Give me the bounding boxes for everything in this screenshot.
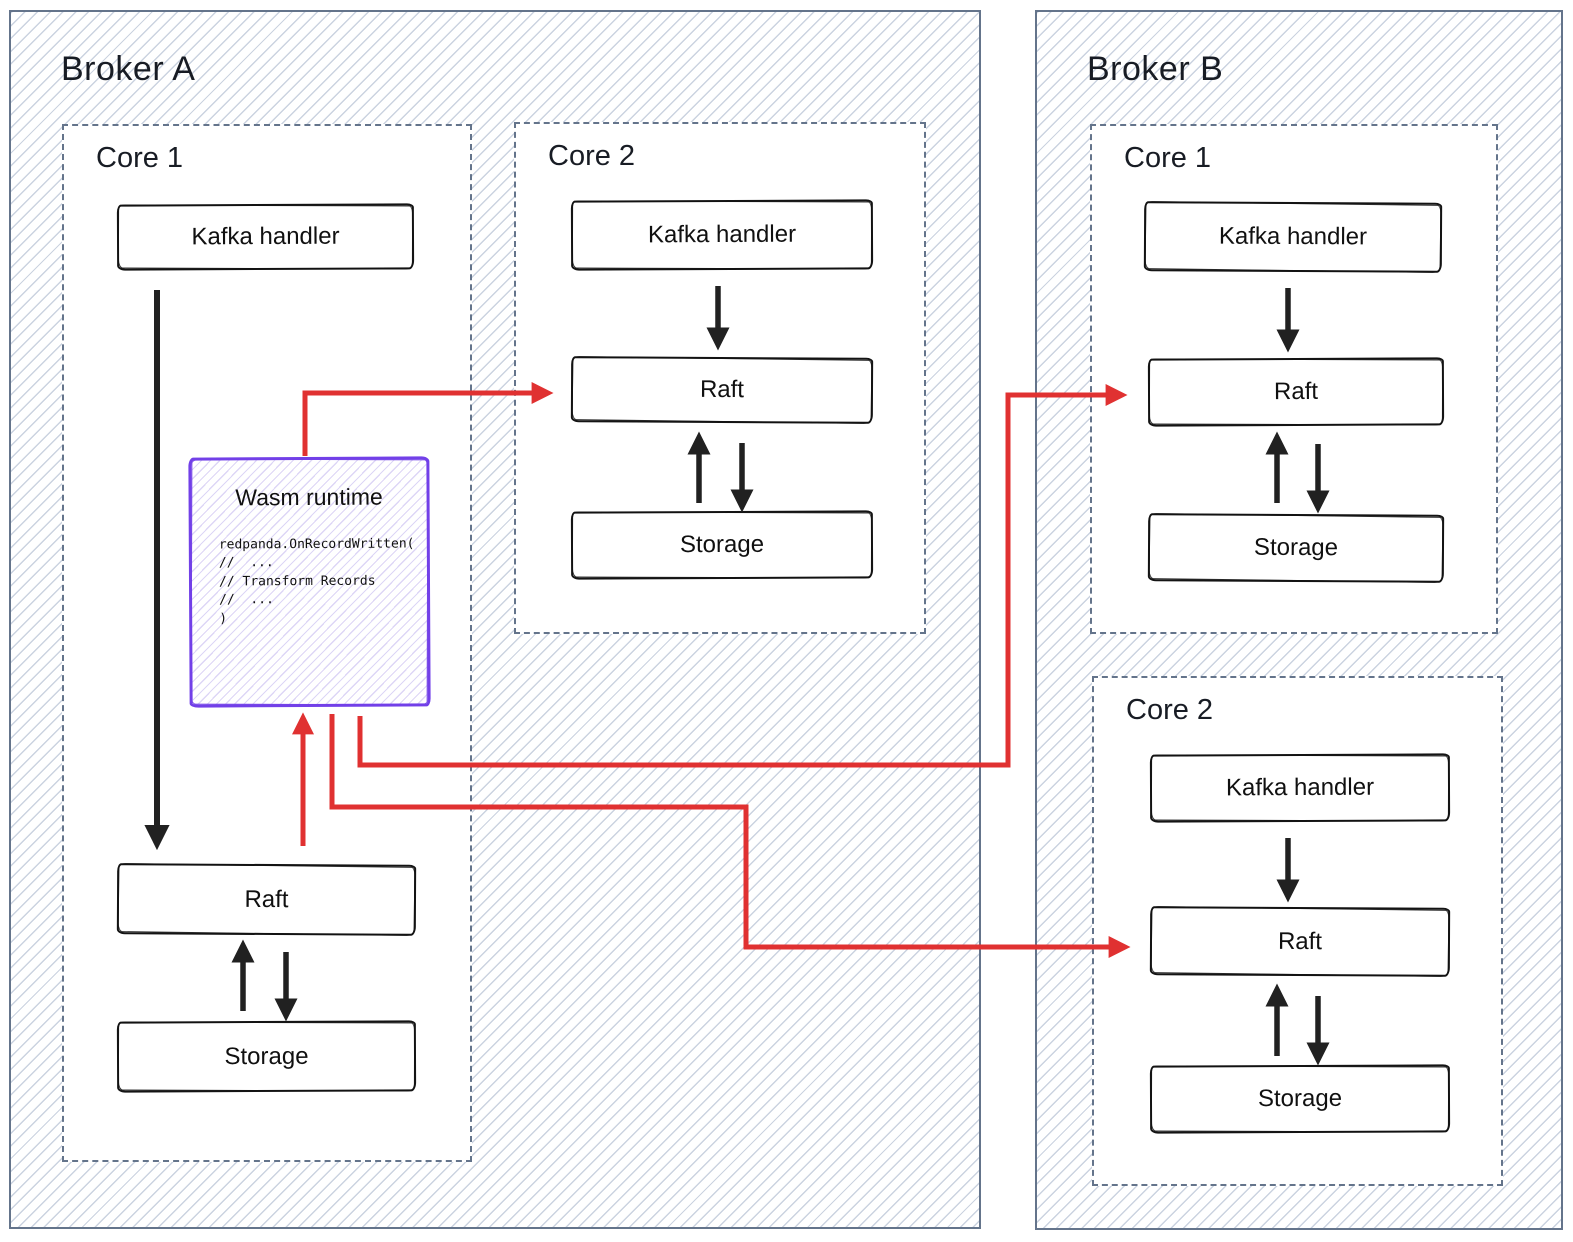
node-broker-a-core2-kafka-handler: Kafka handler bbox=[570, 199, 874, 271]
node-wasm-runtime: Wasm runtime redpanda.OnRecordWritten(//… bbox=[188, 456, 431, 708]
broker-a-core1-label: Core 1 bbox=[96, 142, 184, 174]
node-broker-a-core1-kafka-handler: Kafka handler bbox=[116, 203, 415, 271]
node-broker-a-core1-storage: Storage bbox=[116, 1020, 417, 1093]
node-broker-b-core2-storage: Storage bbox=[1149, 1064, 1451, 1134]
broker-a-core2-label: Core 2 bbox=[548, 140, 636, 172]
node-broker-b-core1-kafka-handler: Kafka handler bbox=[1143, 201, 1443, 273]
wasm-runtime-code: redpanda.OnRecordWritten(// ...// Transf… bbox=[218, 536, 415, 627]
node-broker-a-core1-raft: Raft bbox=[116, 863, 417, 936]
node-broker-a-core2-storage: Storage bbox=[570, 510, 874, 580]
node-broker-b-core1-raft: Raft bbox=[1147, 357, 1445, 427]
broker-b-core1-label: Core 1 bbox=[1124, 142, 1212, 174]
node-broker-b-core2-raft: Raft bbox=[1149, 906, 1451, 977]
node-broker-a-core2-raft: Raft bbox=[570, 356, 874, 424]
broker-b-core2-label: Core 2 bbox=[1126, 694, 1214, 726]
node-broker-b-core2-kafka-handler: Kafka handler bbox=[1149, 753, 1451, 823]
wasm-runtime-title: Wasm runtime bbox=[235, 483, 383, 511]
broker-b-title: Broker B bbox=[1087, 50, 1224, 88]
node-broker-b-core1-storage: Storage bbox=[1147, 513, 1445, 583]
broker-a-title: Broker A bbox=[61, 50, 196, 88]
